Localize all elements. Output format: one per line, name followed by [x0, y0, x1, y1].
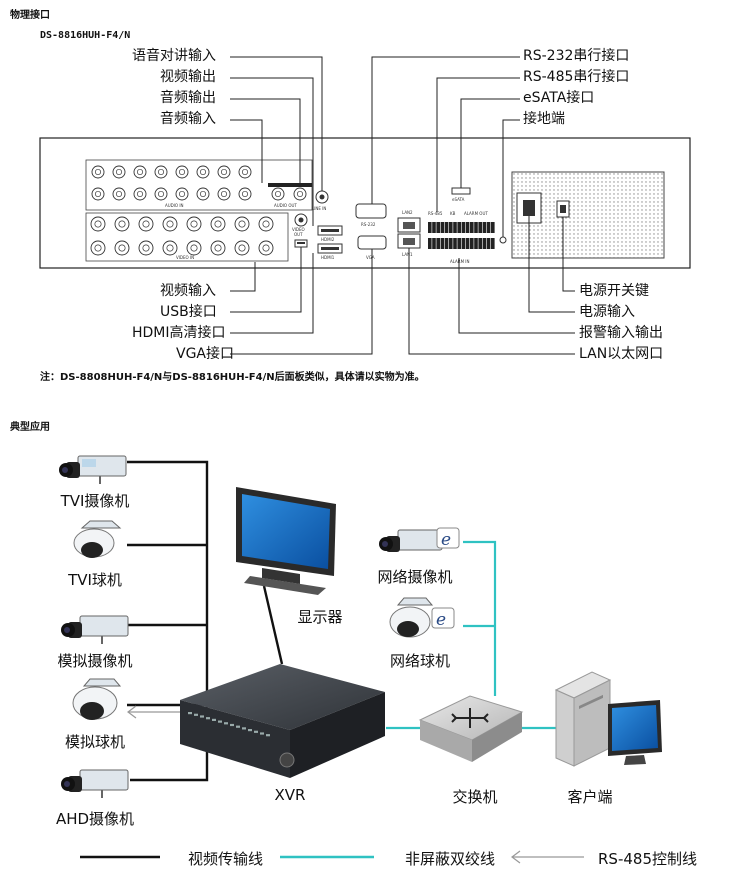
- label-ip-dome: 网络球机: [389, 652, 450, 670]
- svg-text:VIDEO IN: VIDEO IN: [176, 255, 194, 260]
- label-monitor: 显示器: [297, 608, 343, 626]
- svg-text:VIDEO: VIDEO: [292, 227, 305, 232]
- legend: [80, 850, 584, 864]
- client-pc-icon: [554, 671, 662, 767]
- analog-dome-icon: [72, 678, 122, 720]
- svg-text:HDMI1: HDMI1: [321, 255, 335, 260]
- analog-camera-icon: [61, 615, 129, 644]
- label-voice-intercom-input: 语音对讲输入: [132, 48, 216, 64]
- tvi-camera-icon: [59, 455, 127, 484]
- label-usb: USB接口: [160, 304, 217, 320]
- label-ip-camera: 网络摄像机: [377, 568, 453, 586]
- audio-bnc-connectors: [91, 165, 307, 201]
- alarm-terminal-block: [428, 222, 495, 249]
- switch-icon: [418, 695, 524, 762]
- model-number: DS-8816HUH-F4/N: [40, 30, 131, 41]
- label-client: 客户端: [567, 788, 613, 806]
- svg-text:KB: KB: [450, 211, 456, 216]
- label-audio-input: 音频输入: [160, 111, 216, 127]
- label-hdmi: HDMI高清接口: [132, 325, 226, 341]
- label-xvr: XVR: [274, 786, 306, 804]
- video-bnc-connectors: [90, 216, 274, 256]
- note-text: 注：DS-8808HUH-F4/N与DS-8816HUH-F4/N后面板类似，具…: [40, 372, 425, 383]
- ie-icon: e: [441, 530, 451, 550]
- svg-text:ALARM IN: ALARM IN: [450, 259, 469, 264]
- svg-text:LAN2: LAN2: [402, 210, 413, 215]
- svg-text:AUDIO IN: AUDIO IN: [165, 203, 184, 208]
- label-lan: LAN以太网口: [579, 346, 664, 362]
- rs485-control-line: [127, 705, 180, 719]
- monitor-icon: [236, 487, 336, 595]
- ip-dome-icon: e: [389, 597, 455, 638]
- legend-video-label: 视频传输线: [188, 850, 264, 868]
- label-ground: 接地端: [523, 111, 565, 127]
- label-analog-dome: 模拟球机: [64, 733, 125, 751]
- section-title-typical-app: 典型应用: [10, 422, 50, 433]
- ie-icon-2: e: [436, 610, 446, 630]
- svg-text:HDMI2: HDMI2: [321, 237, 335, 242]
- label-video-input: 视频输入: [160, 283, 216, 299]
- switch-arrows-icon: [451, 708, 489, 728]
- label-alarm-io: 报警输入输出: [579, 325, 663, 341]
- label-power-switch: 电源开关键: [579, 283, 649, 299]
- label-switch: 交换机: [452, 788, 498, 806]
- ahd-camera-icon: [61, 769, 129, 798]
- svg-text:eSATA: eSATA: [452, 197, 465, 202]
- ip-camera-icon: e: [379, 527, 460, 552]
- svg-text:AUDIO OUT: AUDIO OUT: [274, 203, 297, 208]
- label-audio-output: 音频输出: [160, 90, 216, 106]
- label-esata: eSATA接口: [523, 90, 595, 106]
- leader-lines: [230, 56, 575, 355]
- label-power-input: 电源输入: [579, 304, 635, 320]
- svg-text:OUT: OUT: [294, 232, 303, 237]
- legend-rs485-label: RS-485控制线: [598, 850, 697, 868]
- label-rs232: RS-232串行接口: [523, 48, 630, 64]
- rear-panel: AUDIO IN AUDIO OUT LINE IN VIDEO IN VIDE…: [39, 137, 691, 269]
- video-transmission-lines: [127, 460, 284, 782]
- label-rs485: RS-485串行接口: [523, 69, 630, 85]
- svg-text:RS-485: RS-485: [428, 211, 443, 216]
- svg-text:VGA: VGA: [366, 255, 375, 260]
- label-tvi-dome: TVI球机: [68, 571, 122, 589]
- label-vga: VGA接口: [176, 346, 235, 362]
- svg-text:LINE IN: LINE IN: [312, 206, 326, 211]
- label-tvi-camera: TVI摄像机: [60, 492, 130, 510]
- utp-lines: [386, 540, 558, 730]
- label-video-output: 视频输出: [160, 69, 216, 85]
- svg-text:RS-232: RS-232: [361, 222, 376, 227]
- tvi-dome-icon: [73, 520, 122, 558]
- svg-text:LAN1: LAN1: [402, 252, 413, 257]
- label-ahd-camera: AHD摄像机: [55, 810, 135, 828]
- xvr-icon: [180, 664, 385, 778]
- section-title-physical: 物理接口: [10, 10, 50, 21]
- label-analog-camera: 模拟摄像机: [57, 652, 133, 670]
- svg-text:ALARM OUT: ALARM OUT: [464, 211, 488, 216]
- legend-utp-label: 非屏蔽双绞线: [405, 850, 496, 868]
